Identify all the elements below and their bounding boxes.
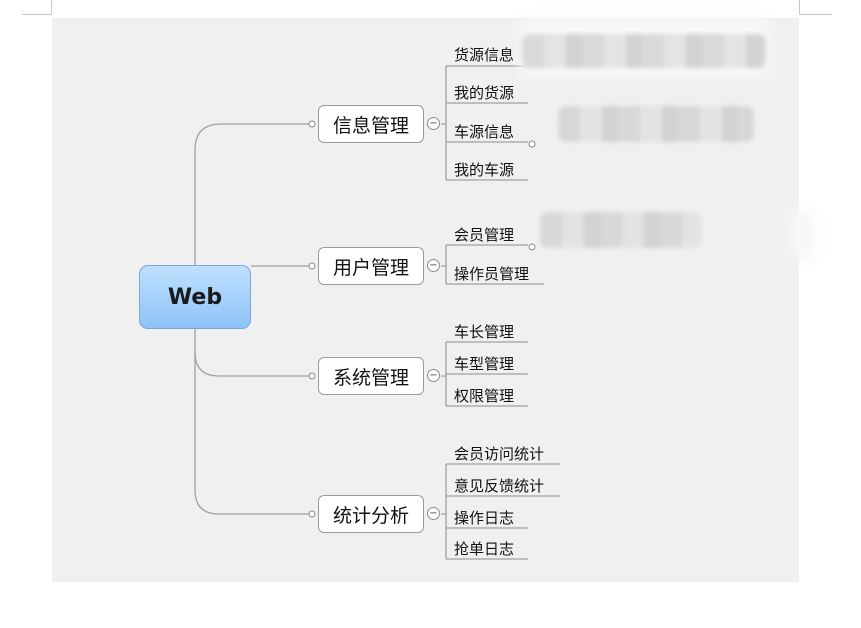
branch-node-statistics[interactable]: 统计分析: [318, 495, 424, 533]
crop-mark-left-vertical: [51, 0, 52, 15]
branch-node-info-management[interactable]: 信息管理: [318, 105, 424, 143]
branch-node-label: 用户管理: [332, 256, 409, 279]
redacted-region: [522, 34, 766, 68]
branch-node-label: 信息管理: [332, 114, 409, 137]
leaf-node[interactable]: 我的货源: [454, 84, 515, 102]
connector-dot-leaf-1-3: [528, 140, 536, 148]
crop-mark-right-vertical: [799, 0, 800, 15]
branch-node-label: 统计分析: [332, 504, 409, 527]
connector-dot-branch-1: [308, 120, 316, 128]
connector-dot-leaf-2-1: [528, 243, 536, 251]
connector-branch-4-leaves: [441, 464, 447, 559]
leaf-node[interactable]: 意见反馈统计: [454, 477, 545, 495]
collapse-toggle-icon[interactable]: −: [427, 117, 440, 130]
branch-node-system-management[interactable]: 系统管理: [318, 357, 424, 395]
leaf-node[interactable]: 权限管理: [454, 387, 515, 405]
connector-branch-2-leaves: [441, 245, 447, 284]
leaf-node[interactable]: 车型管理: [454, 355, 515, 373]
collapse-toggle-icon[interactable]: −: [427, 259, 440, 272]
connector-dot-branch-4: [308, 510, 316, 518]
leaf-node[interactable]: 会员访问统计: [454, 445, 545, 463]
root-node-label: Web: [167, 284, 223, 310]
connector-root-branch-1: [194, 123, 312, 265]
connector-branch-3-leaves: [441, 342, 447, 406]
branch-node-user-management[interactable]: 用户管理: [318, 247, 424, 285]
root-node[interactable]: Web: [139, 265, 251, 329]
redaction-glow: [790, 210, 814, 260]
collapse-toggle-icon[interactable]: −: [427, 369, 440, 382]
leaf-node[interactable]: 会员管理: [454, 226, 515, 244]
collapse-toggle-icon[interactable]: −: [427, 507, 440, 520]
redacted-region: [540, 212, 702, 248]
connector-dot-branch-2: [308, 262, 316, 270]
leaf-node[interactable]: 我的车源: [454, 161, 515, 179]
redacted-region: [558, 106, 754, 142]
connector-root-branch-4: [194, 352, 312, 515]
crop-mark-left: [22, 14, 52, 15]
leaf-node[interactable]: 操作员管理: [454, 265, 530, 283]
leaf-node[interactable]: 货源信息: [454, 46, 515, 64]
page-top-margin: [52, 0, 799, 18]
leaf-node[interactable]: 车长管理: [454, 323, 515, 341]
connector-root-branch-3: [194, 329, 312, 377]
connector-dot-branch-3: [308, 372, 316, 380]
leaf-node[interactable]: 车源信息: [454, 123, 515, 141]
leaf-node[interactable]: 抢单日志: [454, 540, 515, 558]
leaf-node[interactable]: 操作日志: [454, 509, 515, 527]
branch-node-label: 系统管理: [332, 366, 409, 389]
crop-mark-right: [800, 14, 832, 15]
connector-branch-1-leaves: [441, 66, 447, 180]
